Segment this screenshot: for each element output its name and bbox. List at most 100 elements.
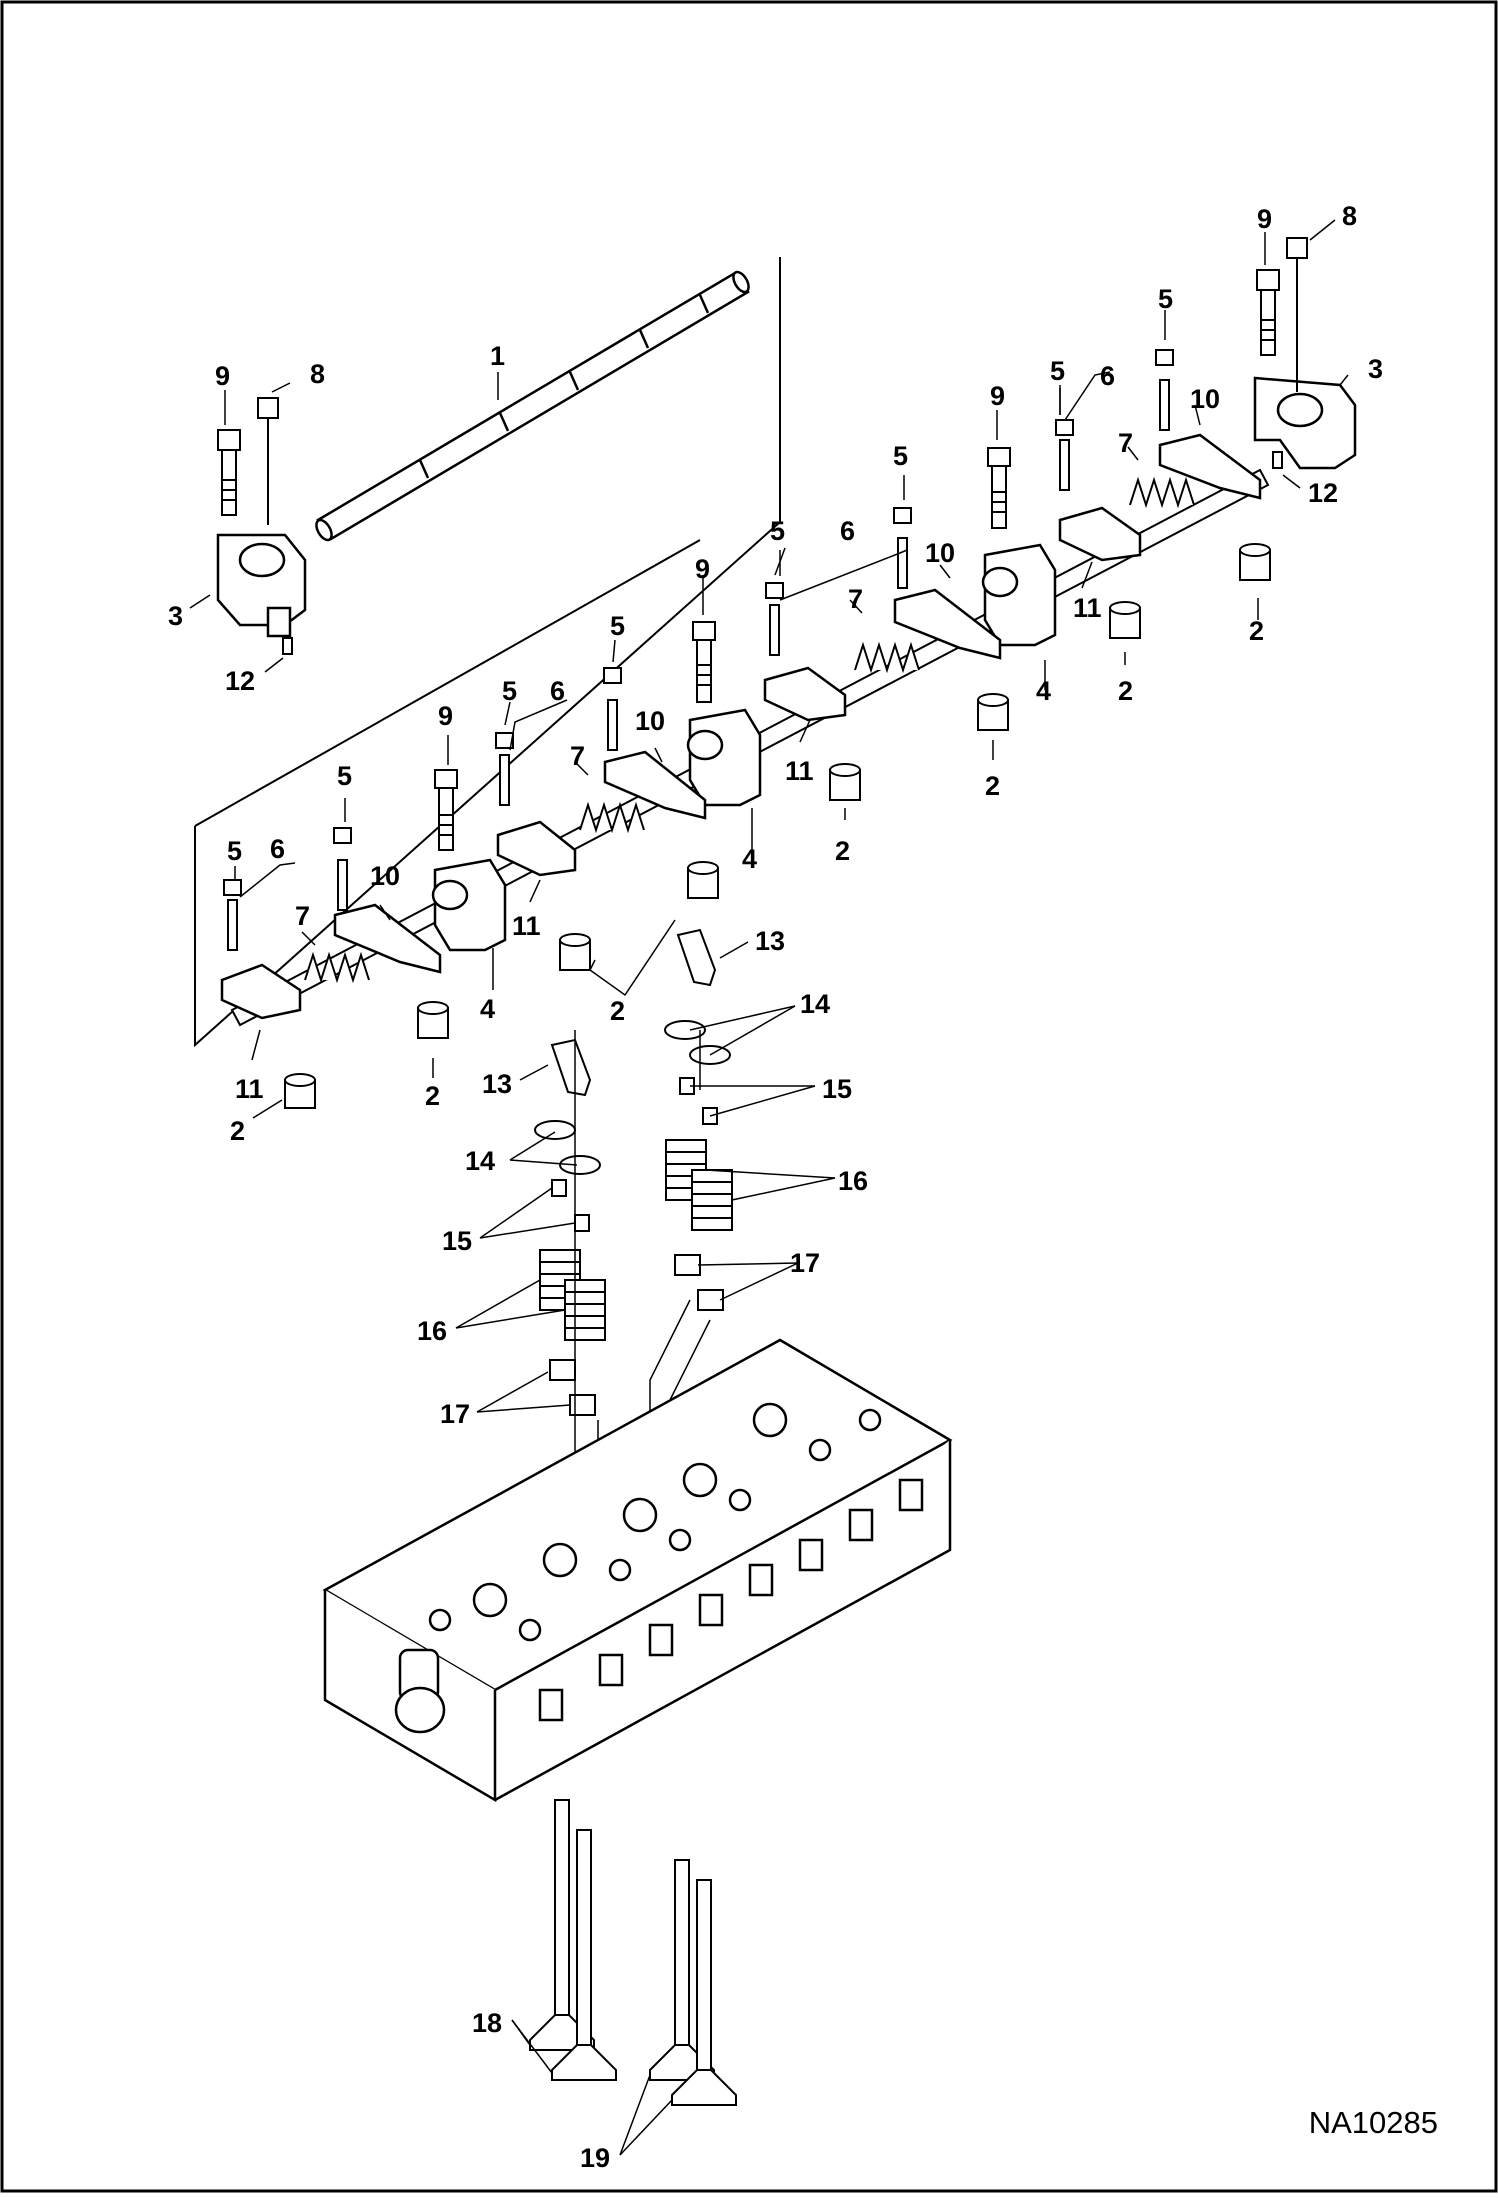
- callout-2-r2: 2: [1118, 676, 1133, 706]
- leader-lines: [189, 219, 1349, 2156]
- callout-7-b: 7: [570, 741, 585, 771]
- callout-2-b: 2: [610, 996, 625, 1026]
- screw-6-a2: [333, 827, 352, 911]
- cap-2-c: [559, 933, 591, 971]
- end-bracket-left: [216, 533, 307, 638]
- callout-9-c: 9: [990, 381, 1005, 411]
- rocker-arm-10-c: [893, 588, 1002, 660]
- callout-2-r1: 2: [1249, 616, 1264, 646]
- callout-7-c: 7: [848, 584, 863, 614]
- pin-right-12: [1272, 451, 1283, 469]
- bracket-4-b: [686, 708, 762, 807]
- callout-10-c: 10: [925, 538, 955, 568]
- cap-2-d: [687, 861, 719, 899]
- callout-2-a2: 2: [230, 1116, 245, 1146]
- bolt-left-8: [257, 397, 279, 525]
- rocker-arm-10-d: [1158, 433, 1262, 500]
- callout-9-left: 9: [215, 361, 230, 391]
- bridge-13-left: [550, 1038, 592, 1097]
- collet-15-left-b: [574, 1214, 590, 1232]
- cap-2-h: [1239, 543, 1271, 581]
- callout-5-a1: 5: [337, 761, 352, 791]
- callout-4-c: 4: [742, 844, 757, 874]
- callout-11-c: 11: [785, 756, 814, 786]
- callout-15-left: 15: [442, 1226, 472, 1256]
- callout-10-a: 10: [370, 861, 400, 891]
- callout-18: 18: [472, 2008, 502, 2038]
- cylinder-head: [322, 1338, 953, 1803]
- callout-2-c1: 2: [985, 771, 1000, 801]
- valve-18-b: [551, 1829, 617, 2081]
- retainer-14-left-b: [559, 1155, 601, 1175]
- callout-4-r: 4: [1036, 676, 1051, 706]
- screw-6-b1: [495, 732, 514, 806]
- callout-17-right: 17: [790, 1248, 820, 1278]
- spring-7-c: [854, 641, 920, 674]
- callout-14-right: 14: [800, 989, 830, 1019]
- screw-6-a1: [223, 879, 242, 951]
- callout-8-left: 8: [310, 359, 325, 389]
- seal-17-left-b: [569, 1394, 596, 1416]
- callout-6-b: 6: [550, 676, 565, 706]
- bracket-4-a: [431, 858, 507, 952]
- callout-5-c1: 5: [893, 441, 908, 471]
- callouts: 1 9 8 3 12 9 8 3 12 5 5 9 6 10 7 11 2 2 …: [168, 201, 1383, 2173]
- bolt-9-a: [434, 769, 458, 851]
- valve-spring-16-left-b: [564, 1279, 606, 1341]
- callout-5-a2: 5: [227, 836, 242, 866]
- collet-15-left-a: [551, 1179, 567, 1197]
- callout-16-left: 16: [417, 1316, 447, 1346]
- end-bracket-right: [1253, 376, 1357, 470]
- bolt-9-c: [987, 447, 1011, 529]
- assembly-frame-top: [194, 539, 701, 827]
- callout-5-r1: 5: [1158, 284, 1173, 314]
- rocker-arm-11-c: [763, 666, 847, 722]
- figure-id: NA10285: [1308, 2105, 1438, 2140]
- valve-spring-16-right-b: [691, 1169, 733, 1231]
- callout-10-b: 10: [635, 706, 665, 736]
- bolt-left-9: [217, 429, 241, 516]
- cap-2-g: [1109, 601, 1141, 639]
- cap-2-f: [977, 693, 1009, 731]
- spring-7-b: [579, 801, 645, 834]
- callout-1: 1: [490, 341, 505, 371]
- callout-11-b: 11: [512, 911, 541, 941]
- callout-5-c2: 5: [770, 516, 785, 546]
- callout-2-a1: 2: [425, 1081, 440, 1111]
- seal-17-right-a: [674, 1254, 701, 1276]
- spring-7-a: [304, 951, 370, 984]
- callout-4-a: 4: [480, 994, 495, 1024]
- callout-5-r2: 5: [1050, 356, 1065, 386]
- rocker-arm-11-a: [220, 963, 302, 1020]
- bridge-13-right: [676, 928, 717, 987]
- callout-15-right: 15: [822, 1074, 852, 1104]
- seal-17-right-b: [697, 1289, 724, 1311]
- screw-6-b2: [603, 667, 622, 751]
- callout-2-c2: 2: [835, 836, 850, 866]
- rocker-arm-11-d: [1058, 506, 1142, 562]
- screw-6-d2: [1155, 349, 1174, 431]
- callout-9-a: 9: [438, 701, 453, 731]
- rocker-shaft: [315, 270, 750, 542]
- callout-5-b2: 5: [502, 676, 517, 706]
- callout-6-r: 6: [1100, 361, 1115, 391]
- bracket-4-c: [981, 543, 1057, 647]
- assembly-frame: [194, 257, 781, 1048]
- callout-14-left: 14: [465, 1146, 495, 1176]
- cap-2-a: [284, 1073, 316, 1109]
- callout-6-c: 6: [840, 516, 855, 546]
- callout-7-a: 7: [295, 901, 310, 931]
- callout-6-a: 6: [270, 834, 285, 864]
- callout-11-a: 11: [235, 1074, 264, 1104]
- callout-5-b1: 5: [610, 611, 625, 641]
- callout-11-r: 11: [1073, 593, 1102, 623]
- cap-2-e: [829, 763, 861, 801]
- seal-17-left-a: [549, 1359, 576, 1381]
- rocker-arm-11-b: [496, 820, 577, 877]
- callout-3-left: 3: [168, 601, 183, 631]
- screw-6-d1: [1055, 419, 1074, 491]
- callout-17-left: 17: [440, 1399, 470, 1429]
- spring-7-d: [1129, 476, 1195, 509]
- valve-19-b: [671, 1879, 737, 2106]
